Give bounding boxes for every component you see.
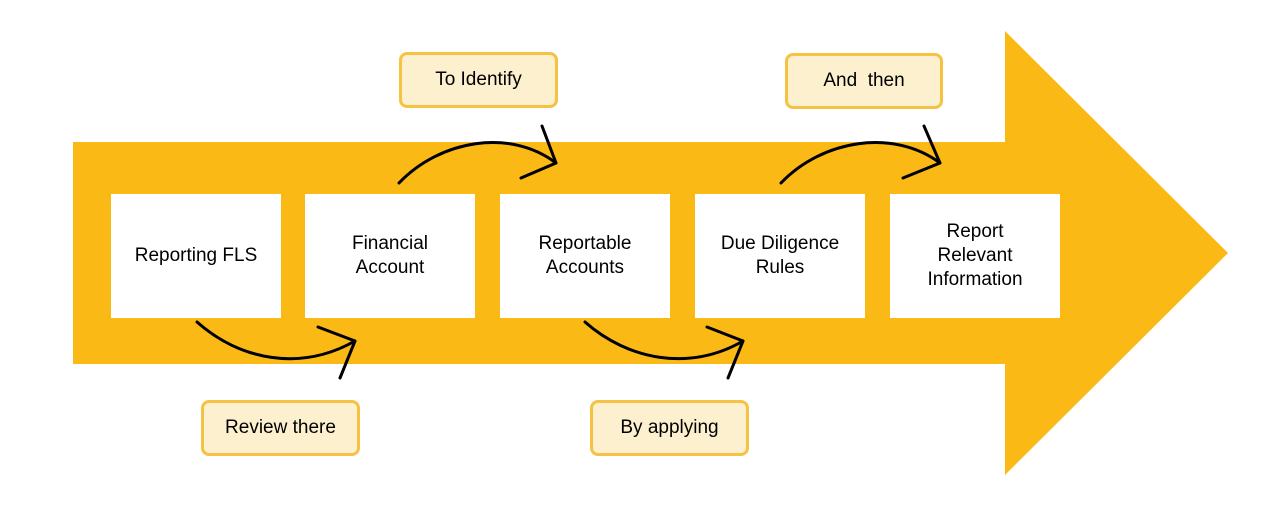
connector-label-text: And then <box>823 70 905 91</box>
step-box-report-relevant-information: Report Relevant Information <box>890 194 1060 318</box>
step-box-financial-account: Financial Account <box>305 194 475 318</box>
step-label: Reporting FLS <box>134 245 258 266</box>
connector-label-to-identify: To Identify <box>399 52 558 108</box>
step-label: Reportable Accounts <box>538 233 632 278</box>
connector-label-text: To Identify <box>435 69 522 90</box>
connector-label-review-there: Review there <box>201 400 360 456</box>
step-box-due-diligence-rules: Due Diligence Rules <box>695 194 865 318</box>
connector-label-by-applying: By applying <box>590 400 749 456</box>
connector-label-and-then: And then <box>785 53 943 109</box>
connector-label-text: Review there <box>225 417 336 438</box>
connector-label-text: By applying <box>620 417 719 438</box>
step-label: Financial Account <box>351 233 429 278</box>
step-box-reportable-accounts: Reportable Accounts <box>500 194 670 318</box>
step-label: Due Diligence Rules <box>720 233 840 278</box>
step-label: Report Relevant Information <box>927 221 1023 290</box>
step-box-reporting-fls: Reporting FLS <box>111 194 281 318</box>
